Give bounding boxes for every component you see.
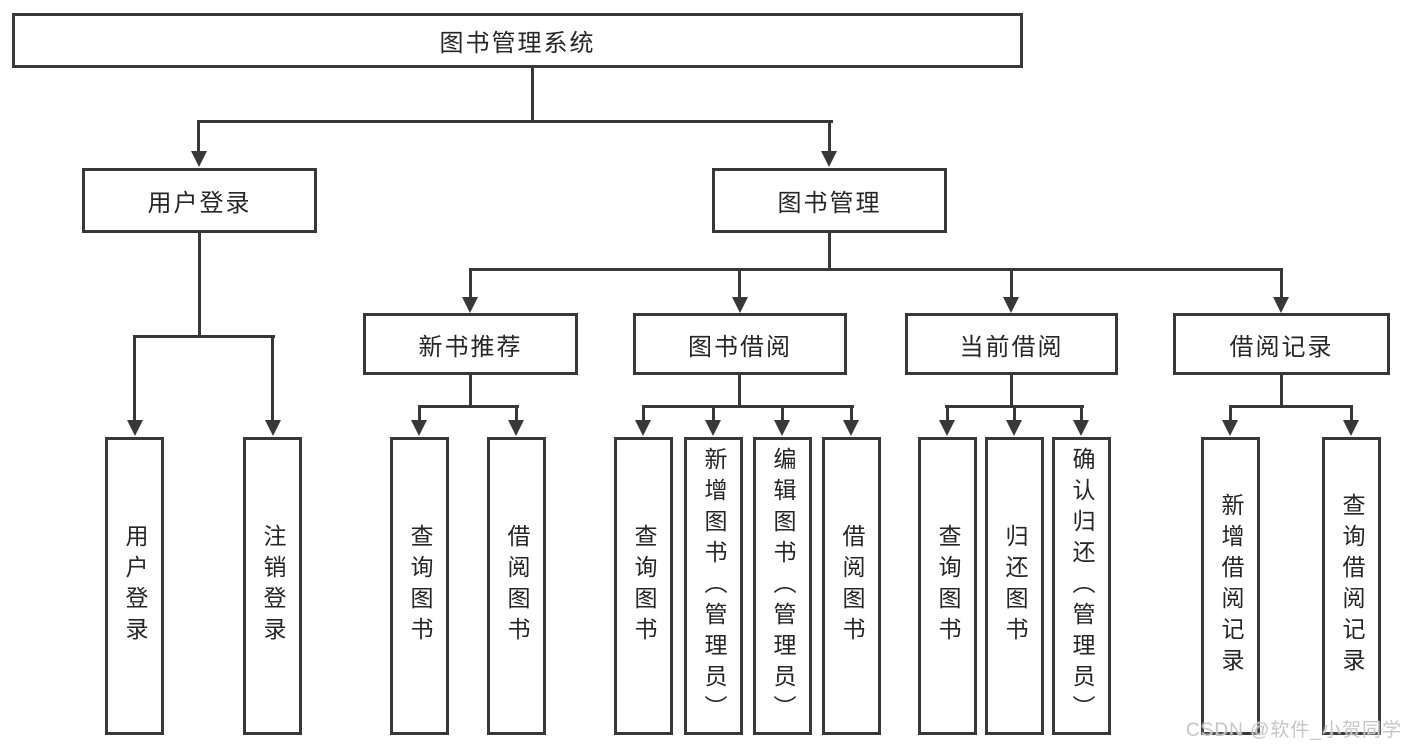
connector-user-login-branch [133,335,275,338]
node-recommend-query-books-label: 查询图书 [407,524,433,648]
node-confirm-return-admin: 确认归还（管理员） [1052,437,1111,735]
connector-recommend-branch [418,405,519,408]
arrowhead-down-icon [462,297,478,313]
connector-drop-current [1010,268,1013,300]
connector-drop-user-login [197,120,200,155]
connector-drop-login [133,335,136,422]
node-user-login: 用户登录 [82,168,317,233]
node-borrow-books-action-label: 借阅图书 [839,524,865,648]
node-add-book-admin: 新增图书（管理员） [684,437,743,735]
connector-drop-borrow [738,268,741,300]
node-recommend-borrow-books-label: 借阅图书 [504,524,530,648]
node-query-borrow-record-label: 查询借阅记录 [1339,493,1365,679]
node-query-borrow-record: 查询借阅记录 [1322,437,1381,735]
node-borrow-books-action: 借阅图书 [822,437,881,735]
node-add-borrow-record: 新增借阅记录 [1201,437,1260,735]
csdn-watermark: CSDN @软件_小贺同学 [1186,720,1402,741]
node-root-label: 图书管理系统 [439,30,596,57]
connector-drop-recommend [469,268,472,300]
connector-drop [1013,405,1016,423]
connector-drop [1080,405,1083,423]
node-borrow-query-books: 查询图书 [614,437,673,735]
connector-root-branch [197,120,833,123]
connector-drop [946,405,949,423]
connector-root-stem [531,66,534,122]
node-user-login-label: 用户登录 [147,190,252,217]
connector-drop [642,405,645,423]
connector-drop [712,405,715,423]
arrowhead-down-icon [1006,420,1022,436]
connector-borrow-branch [642,405,854,408]
connector-drop [781,405,784,423]
connector-recommend-stem [469,373,472,407]
node-new-book-recommend-label: 新书推荐 [418,333,523,361]
arrowhead-down-icon [1343,420,1359,436]
connector-drop-logout [271,335,274,422]
node-login-action: 用户登录 [105,437,164,735]
arrowhead-down-icon [1273,297,1289,313]
connector-current-stem [1010,373,1013,407]
node-book-management-label: 图书管理 [777,190,882,217]
connector-records-branch [1229,405,1353,408]
node-login-action-label: 用户登录 [122,524,148,648]
arrowhead-down-icon [732,297,748,313]
node-return-book: 归还图书 [985,437,1044,735]
node-logout-action-label: 注销登录 [260,524,286,648]
arrowhead-down-icon [1003,297,1019,313]
node-borrow-query-books-label: 查询图书 [631,524,657,648]
node-recommend-borrow-books: 借阅图书 [487,437,546,735]
node-book-borrow-label: 图书借阅 [688,333,792,361]
arrowhead-down-icon [508,420,524,436]
arrowhead-down-icon [191,151,207,167]
arrowhead-down-icon [265,420,281,436]
node-return-book-label: 归还图书 [1002,524,1028,648]
arrowhead-down-icon [705,420,721,436]
node-edit-book-admin: 编辑图书（管理员） [753,437,812,735]
connector-drop [850,405,853,423]
arrowhead-down-icon [1073,420,1089,436]
arrowhead-down-icon [1222,420,1238,436]
node-recommend-query-books: 查询图书 [390,437,449,735]
node-borrow-records-label: 借阅记录 [1229,333,1334,361]
node-book-borrow: 图书借阅 [633,313,847,375]
arrowhead-down-icon [939,420,955,436]
arrowhead-down-icon [774,420,790,436]
connector-drop-book-management [828,120,831,155]
connector-records-stem [1280,373,1283,407]
connector-drop [1229,405,1232,423]
connector-drop [1350,405,1353,423]
connector-drop [515,405,518,423]
arrowhead-down-icon [127,420,143,436]
node-current-borrow-label: 当前借阅 [959,333,1064,361]
node-current-query-books-label: 查询图书 [935,524,961,648]
arrowhead-down-icon [843,420,859,436]
node-confirm-return-admin-label: 确认归还（管理员） [1069,446,1095,726]
node-new-book-recommend: 新书推荐 [363,313,578,375]
connector-book-management-branch [469,268,1283,271]
node-logout-action: 注销登录 [243,437,302,735]
node-add-book-admin-label: 新增图书（管理员） [701,446,727,726]
connector-drop-records [1280,268,1283,300]
node-edit-book-admin-label: 编辑图书（管理员） [770,446,796,726]
node-current-query-books: 查询图书 [918,437,977,735]
node-book-management: 图书管理 [712,168,947,233]
node-borrow-records: 借阅记录 [1173,313,1390,375]
node-add-borrow-record-label: 新增借阅记录 [1218,493,1244,679]
connector-user-login-stem [198,231,201,337]
connector-book-management-stem [828,231,831,270]
node-current-borrow: 当前借阅 [905,313,1118,375]
connector-drop [418,405,421,423]
node-root: 图书管理系统 [12,13,1023,68]
arrowhead-down-icon [821,151,837,167]
arrowhead-down-icon [635,420,651,436]
arrowhead-down-icon [411,420,427,436]
connector-borrow-stem [738,373,741,407]
